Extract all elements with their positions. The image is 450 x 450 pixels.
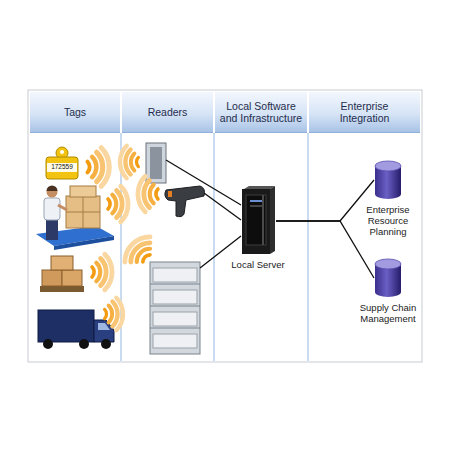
reader-wire xyxy=(166,160,241,205)
column-separator xyxy=(307,133,309,361)
shelf-reader xyxy=(150,306,200,307)
server-icon xyxy=(262,195,264,245)
truck xyxy=(101,339,111,349)
shelf-reader xyxy=(150,328,200,329)
database-cylinder xyxy=(375,259,401,269)
database-label: Enterprise Resource Planning xyxy=(353,204,423,237)
ear-tag xyxy=(60,150,64,154)
worker-with-pallet xyxy=(46,218,58,240)
shelf-reader xyxy=(153,334,197,348)
boxes-on-pallet xyxy=(92,254,112,290)
header-text: Local Software and Infrastructure xyxy=(218,100,304,124)
worker-with-pallet xyxy=(54,236,114,250)
worker-with-pallet xyxy=(66,196,100,228)
database-cylinder xyxy=(374,258,402,298)
server-icon xyxy=(242,189,270,254)
shelf-reader xyxy=(153,290,197,304)
connector-line xyxy=(276,180,374,221)
column-header: Local Software and Infrastructure xyxy=(215,92,307,133)
boxes-on-pallet xyxy=(51,256,73,270)
column-header: Enterprise Integration xyxy=(309,92,420,133)
worker-with-pallet xyxy=(70,186,96,197)
column-header: Tags xyxy=(30,92,120,133)
header-text: Readers xyxy=(148,106,188,118)
truck xyxy=(79,339,89,349)
worker-with-pallet xyxy=(36,186,128,251)
server-icon xyxy=(250,205,262,207)
database-cylinder: Supply Chain Management xyxy=(374,258,402,298)
truck xyxy=(43,339,53,349)
truck xyxy=(94,320,114,342)
server-icon xyxy=(244,186,275,189)
truck xyxy=(38,298,123,349)
shelf-reader xyxy=(153,268,197,282)
portal-reader xyxy=(150,147,162,179)
connector-line xyxy=(276,221,374,278)
worker-with-pallet xyxy=(83,196,84,228)
server-icon xyxy=(240,185,276,255)
tag-number: 172559 xyxy=(46,164,78,171)
boxes-on-pallet xyxy=(40,286,84,292)
database-cylinder xyxy=(374,160,402,200)
handheld-reader xyxy=(168,191,172,197)
panel-frame xyxy=(28,90,422,362)
header-text: Tags xyxy=(64,106,86,118)
server-label: Local Server xyxy=(213,259,303,270)
handheld-reader xyxy=(138,176,205,216)
shelf-reader xyxy=(150,262,200,354)
truck xyxy=(38,310,94,342)
reader-wire xyxy=(166,160,241,268)
database-label: Supply Chain Management xyxy=(353,302,423,324)
shelf-reader xyxy=(150,284,200,285)
boxes-on-pallet xyxy=(40,254,112,292)
worker-with-pallet xyxy=(44,198,60,220)
shelf-reader xyxy=(120,232,159,271)
ear-tag xyxy=(46,147,109,186)
handheld-reader xyxy=(138,176,158,212)
boxes-on-pallet xyxy=(62,270,82,286)
ear-tag xyxy=(46,157,78,179)
database-cylinder xyxy=(375,161,401,171)
server-icon: Local Server xyxy=(240,185,276,255)
worker-with-pallet xyxy=(108,186,128,222)
worker-with-pallet xyxy=(58,205,67,210)
portal-reader xyxy=(120,146,138,179)
handheld-reader xyxy=(165,186,205,217)
server-icon xyxy=(250,200,262,202)
database-cylinder: Enterprise Resource Planning xyxy=(374,160,402,200)
reader-wire xyxy=(204,193,241,220)
header-text: Enterprise Integration xyxy=(330,100,400,124)
portal-reader xyxy=(146,143,166,183)
column-separator xyxy=(120,133,309,361)
column-header: Readers xyxy=(122,92,213,133)
shelf-reader xyxy=(153,312,197,326)
server-icon xyxy=(246,195,266,245)
worker-with-pallet xyxy=(47,186,58,192)
server-icon xyxy=(270,186,275,254)
column-separator xyxy=(213,133,215,361)
ear-tag xyxy=(47,163,77,172)
boxes-on-pallet xyxy=(42,270,62,286)
ear-tag xyxy=(87,148,109,186)
worker-with-pallet xyxy=(47,187,58,198)
truck xyxy=(105,298,123,331)
shelf-reader xyxy=(120,232,200,354)
